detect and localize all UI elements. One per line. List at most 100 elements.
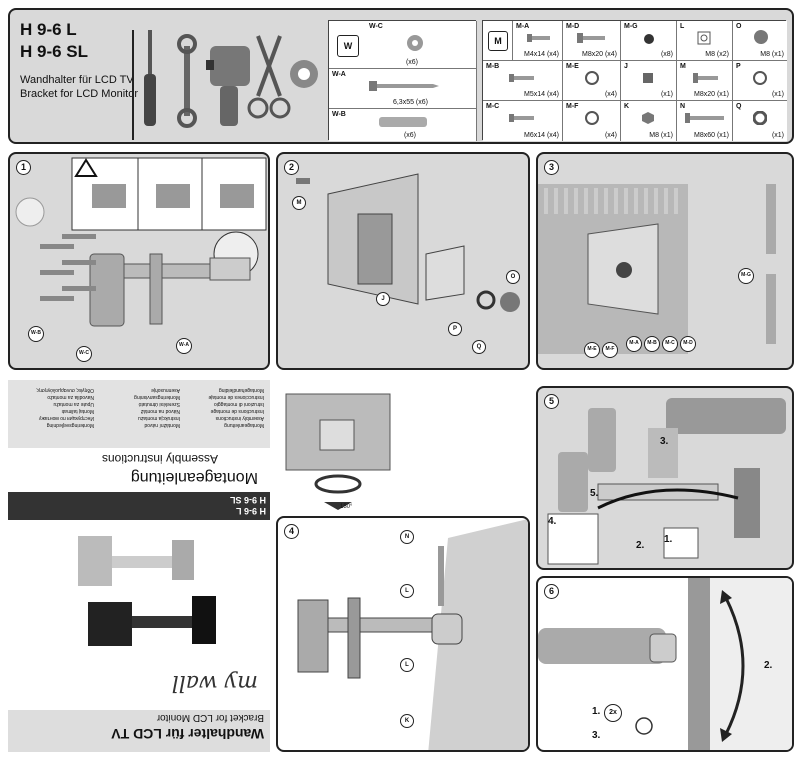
bolt-icon	[527, 34, 550, 42]
lang-item: Montážní návod	[144, 422, 180, 428]
step-1-illustration	[15, 157, 267, 327]
part-j-id: J	[624, 63, 628, 70]
step-1-panel: 1 W-B W-C W-A	[8, 152, 270, 370]
part-mc-qty: M6x14 (x4)	[523, 132, 559, 139]
drill-icon	[206, 46, 250, 126]
part-wa-size: 6,3x55 (x6)	[392, 99, 428, 106]
bolt-icon	[509, 74, 534, 82]
part-k-qty: M8 (x1)	[649, 132, 673, 139]
description-de: Wandhalter für LCD TV	[20, 74, 134, 86]
step-2-number: 2	[284, 160, 299, 175]
part-ma: M-A M4x14 (x4)	[513, 21, 563, 61]
step-6-label-3: 3.	[592, 730, 601, 741]
bolt-icon	[577, 33, 605, 43]
part-k-id: K	[624, 103, 630, 110]
part-o-qty: M8 (x1)	[760, 51, 784, 58]
step-6-label-1: 1.	[592, 706, 601, 717]
part-wc-id: W-C	[369, 23, 383, 30]
step-1-number: 1	[16, 160, 31, 175]
cover-model-band: H 9-6 L H 9-6 SL	[8, 492, 270, 520]
part-md-id: M-D	[566, 23, 580, 30]
step-3-label-mf: M-F	[602, 342, 618, 358]
lang-item: Montaj talimatı	[61, 408, 94, 414]
part-me-id: M-E	[566, 63, 579, 70]
wood-screw-icon	[369, 81, 439, 91]
part-mb-qty: M5x14 (x4)	[523, 91, 559, 98]
lang-item: Instructions de montage	[210, 408, 264, 414]
lang-item: Navodila za montažo	[47, 394, 94, 400]
part-q-qty: (x1)	[771, 132, 784, 139]
part-ma-id: M-A	[516, 23, 530, 30]
step-4-label-l2: L	[400, 658, 414, 672]
model-title-1: H 9-6 L	[20, 20, 77, 39]
part-mb: M-B M5x14 (x4)	[483, 61, 563, 101]
part-p-qty: (x1)	[771, 91, 784, 98]
part-n-id: N	[680, 103, 686, 110]
part-mf: M-F(x4)	[563, 101, 621, 141]
cover-footer-en: Bracket for LCD Monitor	[156, 712, 264, 723]
step-5-label-3: 3.	[660, 436, 669, 447]
part-me: M-E (x4)	[563, 61, 621, 101]
step-6-illustration	[538, 578, 792, 750]
lang-item: Assembly instructions	[215, 415, 264, 421]
part-wb-qty: (x6)	[403, 132, 416, 139]
silver-bracket-image	[78, 536, 194, 586]
step-2-panel: 2 M J P Q O	[276, 152, 530, 370]
step-2-label-p: P	[448, 322, 462, 336]
step-5-label-1: 1.	[664, 534, 673, 545]
step-2-label-q: Q	[472, 340, 486, 354]
black-bracket-image	[88, 596, 216, 646]
step-3-label-mg: M-G	[738, 268, 754, 284]
step-5-panel: 5 3. 5. 4. 2. 1.	[536, 386, 794, 570]
part-p: P(x1)	[733, 61, 787, 101]
part-wb: W-B (x6)	[329, 109, 477, 141]
step-3-illustration	[538, 184, 776, 354]
lang-item: Návod na montáž	[140, 408, 180, 414]
part-j: J (x1)	[621, 61, 677, 101]
long-bolt-icon	[685, 113, 724, 123]
part-m-qty: M8x20 (x1)	[693, 91, 729, 98]
part-wc-qty: (x6)	[405, 59, 418, 66]
step-4-panel: 4 N L L K	[276, 516, 530, 752]
step-2-label-m: M	[292, 196, 306, 210]
step-4-rotation-label: 180°	[340, 504, 353, 510]
step-3-label-mb: M-B	[644, 336, 660, 352]
washer-icon	[407, 35, 423, 51]
step-2-label-o: O	[506, 270, 520, 284]
part-mf-qty: (x4)	[604, 132, 617, 139]
lang-item: Monteringsanvisning	[134, 394, 180, 400]
part-mg: M-G(x8)	[621, 21, 677, 61]
part-wc-bag-icon: W	[337, 35, 359, 57]
part-l-id: L	[680, 23, 685, 30]
part-mg-id: M-G	[624, 23, 638, 30]
bracket-piece-icon	[643, 73, 653, 83]
step-4-label-l1: L	[400, 584, 414, 598]
lang-item: Upute za montažu	[53, 401, 94, 407]
step-5-illustration	[547, 398, 786, 565]
lang-item: Istruzioni di montaggio	[213, 401, 264, 407]
step-4-preview	[285, 393, 391, 510]
scissors-icon	[247, 35, 291, 119]
cover-bottom-band: Bracket for LCD Monitor Wandhalter für L…	[8, 710, 270, 752]
step-3-panel: 3 M-G M-E M-F M-A M-B M-C M-D	[536, 152, 794, 370]
step-6-label-2x: 2x	[604, 704, 622, 722]
part-q-id: Q	[736, 103, 742, 110]
model-title-2: H 9-6 SL	[20, 42, 89, 61]
lang-item: Montageanleitung	[224, 422, 264, 428]
part-m-id: M	[680, 63, 686, 70]
bolt-icon	[509, 114, 534, 122]
part-me-qty: (x4)	[604, 91, 617, 98]
cover-models: H 9-6 L H 9-6 SL	[229, 495, 266, 516]
part-o-id: O	[736, 23, 742, 30]
step-1-label-wb: W-B	[28, 326, 44, 342]
part-mb-id: M-B	[486, 63, 500, 70]
part-ma-qty: M4x14 (x4)	[523, 51, 559, 58]
part-j-qty: (x1)	[660, 91, 673, 98]
step-3-label-ma: M-A	[626, 336, 642, 352]
